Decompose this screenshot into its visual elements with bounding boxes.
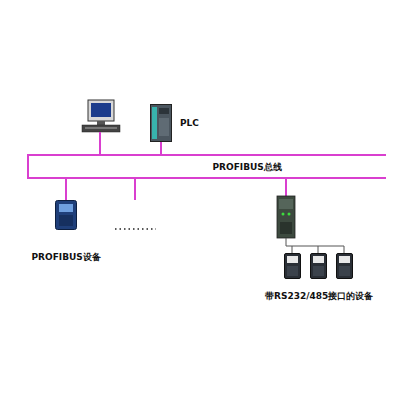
bus-band: PROFIBUS总线 (28, 155, 386, 178)
serial-devices-icon (284, 253, 354, 280)
computer-icon (82, 100, 120, 132)
spare-drop-wire (134, 178, 136, 200)
profibus-device-icon (55, 200, 77, 230)
gateway-icon (277, 196, 295, 238)
node-label: PLC (180, 118, 199, 128)
bus-line-upper (28, 154, 386, 156)
plc-icon (150, 104, 172, 142)
bus-connector (160, 142, 162, 155)
node-label: PROFIBUS设备 (32, 251, 101, 264)
profibus-device-node: PROFIBUS设备 (55, 200, 77, 230)
serial-device-group: 带RS232/485接口的设备 (284, 253, 354, 280)
bus-connector (65, 178, 67, 200)
bus-line-lower (28, 177, 386, 179)
ellipsis-dots (115, 228, 156, 230)
pc-drop-wire (99, 132, 101, 155)
node-label: 带RS232/485接口的设备 (265, 290, 373, 303)
serial-wires (286, 238, 344, 253)
gateway-drop-wire (285, 178, 287, 196)
bus-line-join (27, 154, 29, 179)
plc-node: PLC (150, 104, 172, 142)
node-label: PROFIBUS总线 (213, 161, 282, 174)
